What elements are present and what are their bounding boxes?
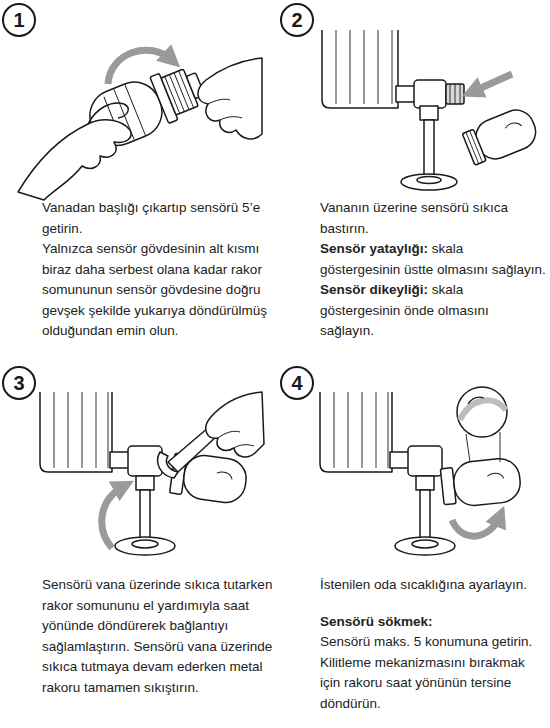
radiator [322,30,398,108]
valve-body [408,446,442,476]
step-number-circle: 4 [280,366,314,400]
valve-assembly-3 [40,392,264,555]
zoom-circle [457,387,507,437]
valve-assembly-4 [320,387,522,555]
step-number: 1 [13,10,24,30]
right-fingers [208,99,242,120]
right-hand [198,58,262,139]
sensor-head [461,105,541,168]
paragraph: Sensör dikeyliği:skala göstergesinin önd… [320,280,546,342]
valve-tee [416,476,434,490]
pipe-connector [110,452,130,468]
valve-body [414,80,446,108]
step-number: 2 [291,10,302,30]
wrench-jaw [158,452,178,478]
pipe-connector [390,452,410,468]
valve-assembly-4 [334,392,388,468]
step-number-circle: 1 [2,3,36,37]
supply-pipe [140,490,150,540]
floor-plate [395,537,455,555]
paragraph: Vananın üzerine sensörü sıkıca bastırın. [320,198,546,239]
valve-assembly-2 [322,30,541,190]
radiator [40,392,112,472]
instruction-text: Yalnızca sensör gövdesinin alt kısmı bir… [42,241,267,338]
floor-plate [401,174,457,190]
sensor-head [462,129,486,165]
step-number-circle: 2 [280,3,314,37]
paragraph: Yalnızca sensör gövdesinin alt kısmı bir… [42,239,274,342]
instruction-heading: Sensörü sökmek: [320,614,433,629]
valve-assembly-4 [460,400,506,420]
supply-pipe [420,490,430,540]
step-number-circle: 3 [2,366,36,400]
paragraph: İstenilen oda sıcaklığına ayarlayın. [320,575,546,596]
valve-tee [136,476,154,490]
instruction-text: Sensörü vana üzerinde sıkıca tutarken ra… [42,575,274,698]
instruction-text: Vananın üzerine sensörü sıkıca bastırın. [320,200,508,236]
paragraph: Sensörü maks. 5 konumuna getirin. Kilitl… [320,632,546,714]
sensor-head [466,131,482,164]
instruction-heading: Sensör dikeyliği: [320,282,428,297]
radiator [320,392,392,472]
valve-body [128,446,162,476]
instruction-text: Vananın üzerine sensörü sıkıca bastırın.… [320,198,546,342]
paragraph: Sensörü vana üzerinde sıkıca tutarken ra… [42,575,274,698]
valve-tee [420,106,438,120]
step-number: 4 [291,373,302,393]
paragraph: Sensör yataylığı:skala göstergesinin üst… [320,239,546,280]
floor-plate [115,537,175,555]
step-number: 3 [13,373,24,393]
sensor-head [452,457,522,508]
floor-plate-inner [412,540,438,548]
sensor-head [440,457,522,509]
pipe-connector [396,86,416,102]
valve-assembly-4 [468,397,484,404]
paragraph: Vanadan başlığı çıkartıp sensörü 5’e get… [42,198,274,239]
valve-assembly-2 [336,30,392,104]
hands-removing-head [18,50,262,200]
instruction-text: İstenilen oda sıcaklığına ayarlayın. Sens… [320,575,546,714]
turn-arrow [102,486,124,548]
valve-assembly-3 [218,431,254,448]
hand [206,392,264,457]
supply-pipe [424,120,434,178]
floor-plate-inner [132,540,158,548]
sensor-head [505,120,522,132]
instruction-text: Sensörü maks. 5 konumuna getirin. Kilitl… [320,634,532,711]
instruction-heading: Sensör yataylığı: [320,241,428,256]
left-thumb [88,103,128,124]
instruction-text: Sensörü vana üzerinde sıkıca tutarken ra… [42,577,272,695]
paragraph: Sensörü sökmek: [320,612,546,633]
instruction-text: Vanadan başlığı çıkartıp sensörü 5’e get… [42,198,274,342]
instruction-text: İstenilen oda sıcaklığına ayarlayın. [320,577,527,592]
left-hand [18,120,131,200]
floor-plate-inner [417,177,441,184]
set-arrow [452,516,500,536]
valve-assembly-3 [54,392,108,468]
sensor-head [216,471,233,479]
sensor-head [487,472,504,480]
push-arrow [472,74,512,92]
valve-spindle [446,84,464,104]
instruction-text: Vanadan başlığı çıkartıp sensörü 5’e get… [42,200,260,236]
valve-assembly-2 [450,84,460,104]
